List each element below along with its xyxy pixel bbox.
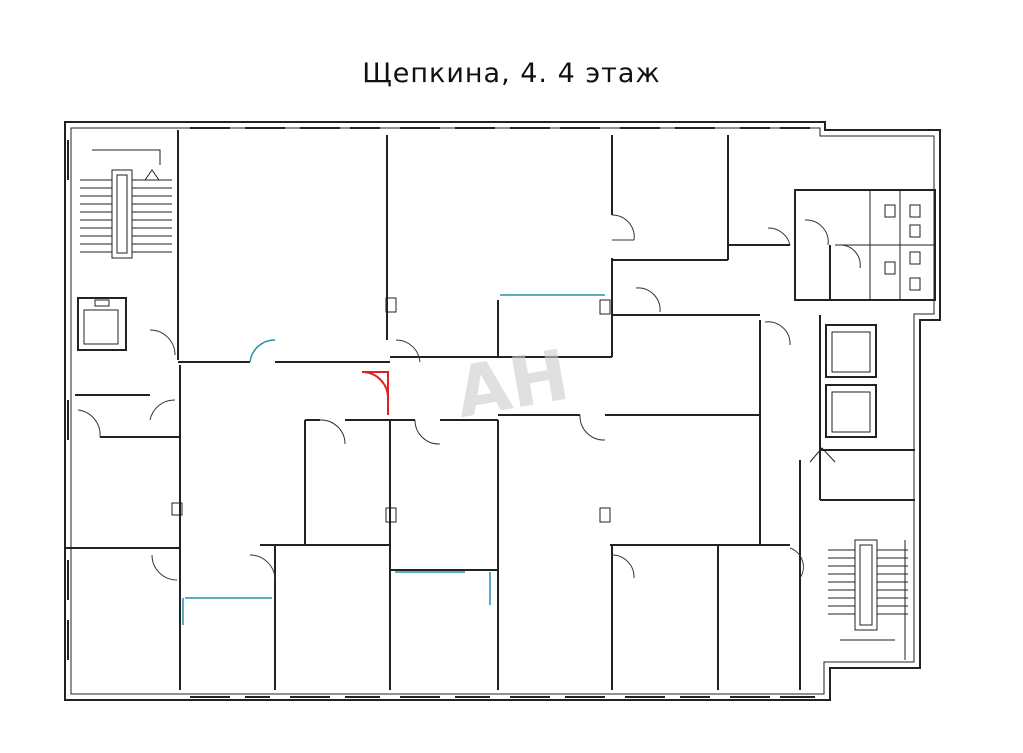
columns: [171, 297, 611, 523]
watermark-logo: АН: [450, 334, 575, 434]
windows: [67, 127, 815, 698]
interior-walls: [65, 130, 831, 690]
plan-title: Щепкина, 4. 4 этаж: [362, 58, 661, 89]
glass-partitions: [182, 294, 605, 625]
door-swings: [77, 214, 861, 581]
elevator-left: [77, 297, 127, 351]
outer-walls: [64, 121, 941, 701]
restrooms: [794, 189, 936, 301]
stairs-left: [80, 149, 172, 259]
highlighted-door: [361, 371, 389, 415]
elevators-right: [809, 315, 915, 501]
stairs-right: [828, 539, 908, 660]
